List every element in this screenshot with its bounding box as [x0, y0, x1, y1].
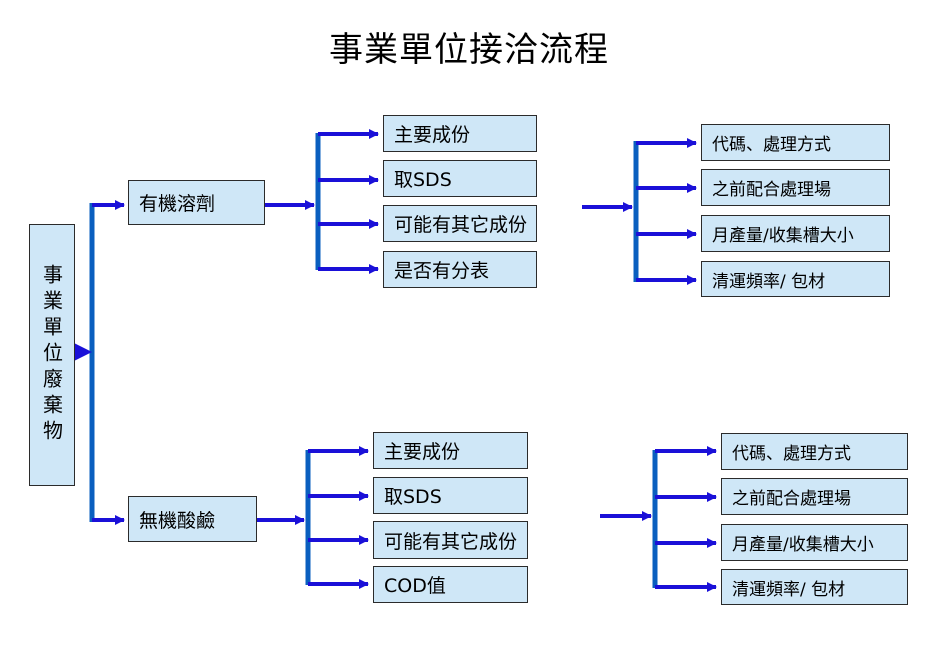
followup-label: 代碼、處理方式 — [712, 135, 831, 155]
followup-label: 之前配合處理場 — [712, 180, 831, 200]
followup-label: 清運頻率/ 包材 — [712, 271, 826, 292]
item-node: 取SDS — [383, 160, 537, 197]
item-label: 取SDS — [394, 169, 452, 191]
item-label: 可能有其它成份 — [394, 214, 528, 236]
category-label: 無機酸鹼 — [139, 509, 216, 532]
followup-label: 月產量/收集槽大小 — [712, 226, 854, 246]
followup-node: 代碼、處理方式 — [701, 124, 890, 161]
followup-node: 之前配合處理場 — [701, 169, 890, 206]
item-label: COD值 — [384, 575, 446, 597]
followup-label: 清運頻率/ 包材 — [732, 579, 846, 600]
item-node: 主要成份 — [373, 432, 528, 469]
category-label: 有機溶劑 — [139, 193, 216, 215]
followup-node: 清運頻率/ 包材 — [701, 261, 890, 297]
root-label: 事業單位廢棄物 — [39, 264, 64, 446]
item-node: 可能有其它成份 — [373, 521, 528, 559]
diagram-title: 事業單位接洽流程 — [329, 30, 609, 70]
category-node: 有機溶劑 — [128, 180, 265, 225]
item-label: 是否有分表 — [394, 260, 490, 282]
item-node: 取SDS — [373, 477, 528, 514]
category-node: 無機酸鹼 — [128, 496, 257, 542]
item-label: 主要成份 — [394, 124, 471, 146]
followup-label: 代碼、處理方式 — [732, 444, 851, 464]
item-label: 取SDS — [384, 486, 442, 508]
followup-node: 清運頻率/ 包材 — [721, 569, 908, 605]
item-node: COD值 — [373, 566, 528, 603]
root-node: 事業單位廢棄物 — [29, 224, 75, 486]
followup-node: 代碼、處理方式 — [721, 433, 908, 470]
followup-node: 之前配合處理場 — [721, 478, 908, 515]
item-node: 主要成份 — [383, 115, 537, 152]
item-node: 可能有其它成份 — [383, 205, 537, 242]
item-node: 是否有分表 — [383, 251, 537, 288]
item-label: 可能有其它成份 — [384, 530, 518, 553]
followup-node: 月產量/收集槽大小 — [721, 524, 908, 561]
followup-label: 月產量/收集槽大小 — [732, 535, 874, 555]
item-label: 主要成份 — [384, 441, 461, 463]
followup-label: 之前配合處理場 — [732, 489, 851, 509]
followup-node: 月產量/收集槽大小 — [701, 215, 890, 252]
